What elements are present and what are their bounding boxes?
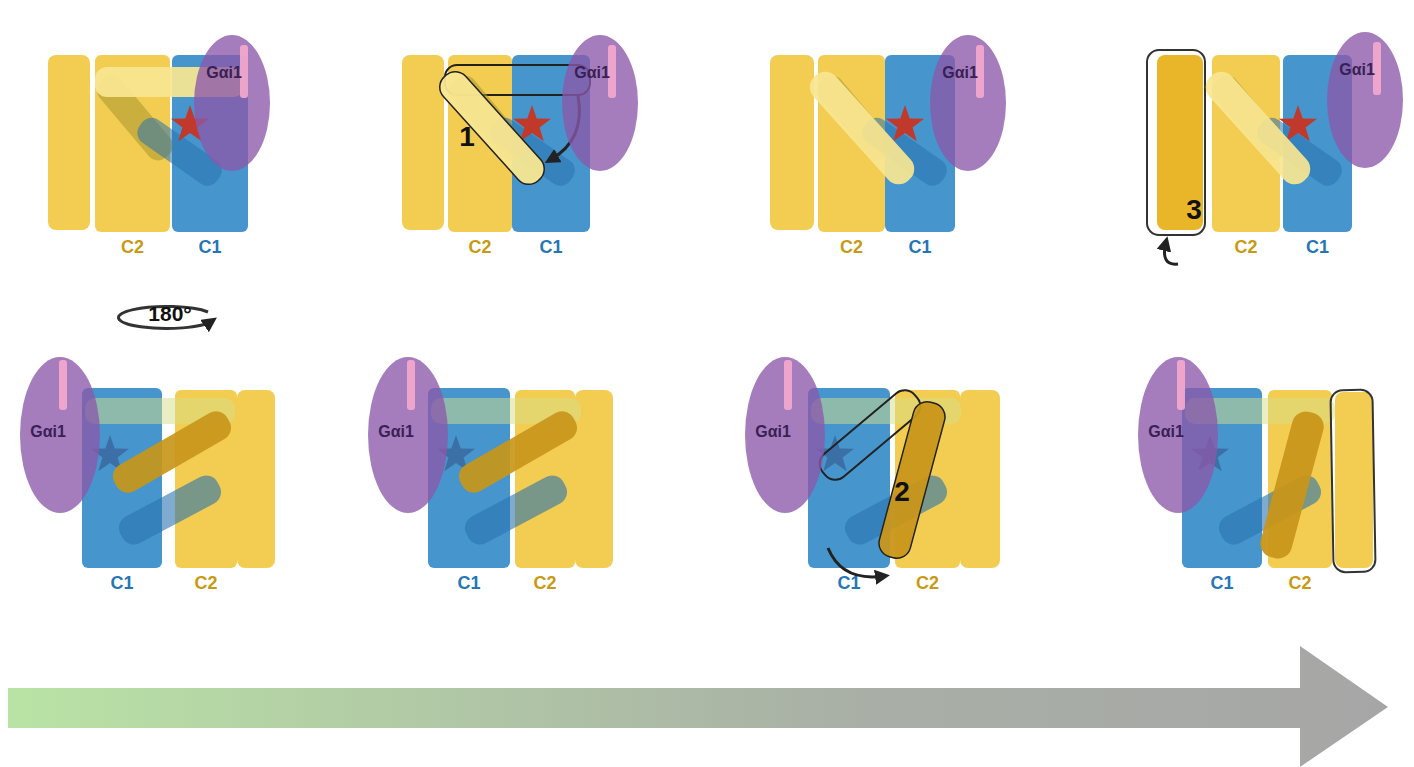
g-protein-ellipse: Gαi1 — [562, 35, 638, 171]
domain-label: C1 — [539, 238, 562, 256]
ellipse-shape — [194, 35, 270, 171]
time-arrow — [8, 646, 1388, 767]
protein-label: Gαi1 — [755, 424, 791, 440]
helix-bar — [960, 390, 1000, 568]
g-protein-ellipse: Gαi1 — [368, 357, 448, 513]
protein-label: Gαi1 — [206, 65, 242, 81]
domain-label: C1 — [198, 238, 221, 256]
helix-bar — [770, 55, 814, 230]
helix-bar — [1335, 392, 1373, 568]
domain-label: C2 — [1234, 238, 1257, 256]
ellipse-shape — [1327, 32, 1403, 168]
callout-number: 1 — [459, 123, 475, 151]
helix-bar — [1157, 55, 1203, 230]
helix-bar — [237, 390, 275, 568]
g-protein-ellipse: Gαi1 — [930, 35, 1006, 171]
domain-label: C1 — [1306, 238, 1329, 256]
ellipse-outline — [1327, 32, 1403, 168]
callout-number: 3 — [1186, 196, 1202, 224]
ghost-helix — [1147, 50, 1205, 235]
g-protein-ellipse: Gαi1 — [1138, 357, 1218, 513]
ghost-helix — [1330, 390, 1375, 573]
ellipse-outline — [930, 35, 1006, 171]
pink-stripe — [407, 360, 415, 410]
domain-label: C1 — [1210, 574, 1233, 592]
g-protein-ellipse: Gαi1 — [194, 35, 270, 171]
protein-label: Gαi1 — [1148, 424, 1184, 440]
ellipse-outline — [1138, 357, 1218, 513]
rotation-label: 180° — [148, 303, 191, 324]
helix-bar — [575, 390, 613, 568]
domain-label: C1 — [110, 574, 133, 592]
ellipse-outline — [562, 35, 638, 171]
domain-label: C1 — [837, 574, 860, 592]
pink-stripe — [59, 360, 67, 410]
domain-label: C2 — [840, 238, 863, 256]
protein-label: Gαi1 — [1339, 62, 1375, 78]
helix-bar — [402, 55, 444, 230]
callout-number: 2 — [894, 478, 910, 506]
g-protein-ellipse: Gαi1 — [745, 357, 825, 513]
domain-label: C2 — [121, 238, 144, 256]
ellipse-shape — [930, 35, 1006, 171]
pink-stripe — [1177, 360, 1185, 410]
ellipse-outline — [20, 357, 100, 513]
domain-label: C1 — [457, 574, 480, 592]
protein-label: Gαi1 — [30, 424, 66, 440]
pink-stripe — [784, 360, 792, 410]
domain-label: C1 — [908, 238, 931, 256]
helix-bar — [48, 55, 90, 230]
ellipse-outline — [368, 357, 448, 513]
motion-arrow — [1165, 242, 1179, 264]
g-protein-ellipse: Gαi1 — [1327, 32, 1403, 168]
domain-label: C2 — [194, 574, 217, 592]
domain-label: C2 — [1288, 574, 1311, 592]
domain-label: C2 — [916, 574, 939, 592]
ellipse-outline — [194, 35, 270, 171]
protein-label: Gαi1 — [574, 65, 610, 81]
domain-label: C2 — [533, 574, 556, 592]
ellipse-outline — [745, 357, 825, 513]
ellipse-shape — [562, 35, 638, 171]
protein-label: Gαi1 — [942, 65, 978, 81]
g-protein-ellipse: Gαi1 — [20, 357, 100, 513]
domain-label: C2 — [468, 238, 491, 256]
protein-label: Gαi1 — [378, 424, 414, 440]
